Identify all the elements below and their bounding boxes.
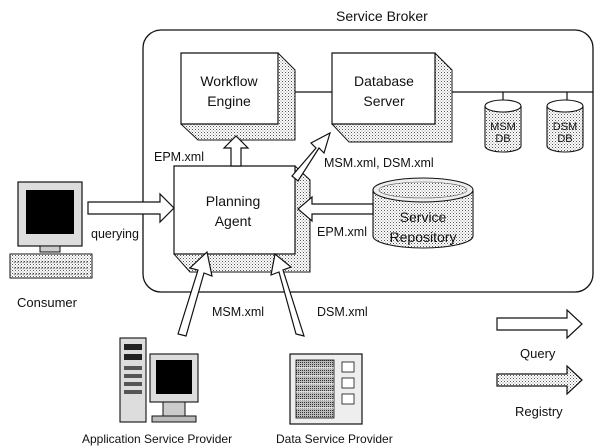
arrow-planning-to-workflow bbox=[222, 135, 250, 167]
arrow-planning-to-database bbox=[291, 131, 331, 182]
label-epm-top: EPM.xml bbox=[154, 150, 204, 164]
workflow-engine-line2: Engine bbox=[207, 93, 251, 109]
planning-agent-line2: Agent bbox=[215, 213, 252, 229]
arrow-app-provider-to-planning bbox=[177, 250, 213, 337]
arrow-data-provider-to-planning bbox=[270, 252, 305, 337]
workflow-engine-box: Workflow Engine bbox=[180, 52, 296, 141]
legend-query-arrow bbox=[496, 308, 583, 340]
legend-registry-label: Registry bbox=[515, 404, 563, 419]
service-broker-container bbox=[142, 29, 594, 293]
arrow-consumer-querying bbox=[87, 192, 175, 224]
legend-registry-arrow bbox=[496, 364, 583, 396]
workflow-engine-line1: Workflow bbox=[200, 73, 258, 89]
consumer-label: Consumer bbox=[17, 295, 78, 310]
msm-db-line2: DB bbox=[495, 133, 510, 145]
planning-agent-box: Planning Agent bbox=[173, 165, 311, 273]
msm-db-line1: MSM bbox=[490, 121, 516, 133]
service-repository-cylinder: Service Repository bbox=[372, 177, 474, 249]
service-repository-line1: Service bbox=[400, 209, 447, 225]
label-dsm-bottom: DSM.xml bbox=[317, 305, 368, 319]
data-provider-label: Data Service Provider bbox=[276, 432, 393, 446]
legend-query-label: Query bbox=[520, 346, 556, 361]
arrow-repository-to-planning bbox=[297, 195, 374, 223]
database-server-line2: Server bbox=[363, 93, 405, 109]
dsm-db-cylinder: DSM DB bbox=[546, 99, 584, 153]
label-epm-right: EPM.xml bbox=[317, 225, 367, 239]
label-msm-bottom: MSM.xml bbox=[212, 305, 264, 319]
legend: Query Registry bbox=[496, 308, 583, 419]
service-repository-line2: Repository bbox=[390, 229, 457, 245]
dsm-db-line1: DSM bbox=[553, 121, 577, 133]
database-server-line1: Database bbox=[354, 73, 414, 89]
planning-agent-line1: Planning bbox=[206, 193, 261, 209]
dsm-db-line2: DB bbox=[557, 133, 572, 145]
msm-db-cylinder: MSM DB bbox=[484, 99, 522, 153]
database-server-box: Database Server bbox=[331, 52, 453, 143]
data-provider-icon bbox=[289, 353, 363, 425]
label-msm-dsm: MSM.xml, DSM.xml bbox=[324, 156, 434, 170]
application-provider-label: Application Service Provider bbox=[82, 432, 232, 446]
consumer-computer-icon bbox=[9, 181, 93, 279]
application-provider-icon bbox=[119, 337, 199, 423]
service-broker-title: Service Broker bbox=[336, 8, 428, 24]
label-querying: querying bbox=[91, 227, 139, 241]
